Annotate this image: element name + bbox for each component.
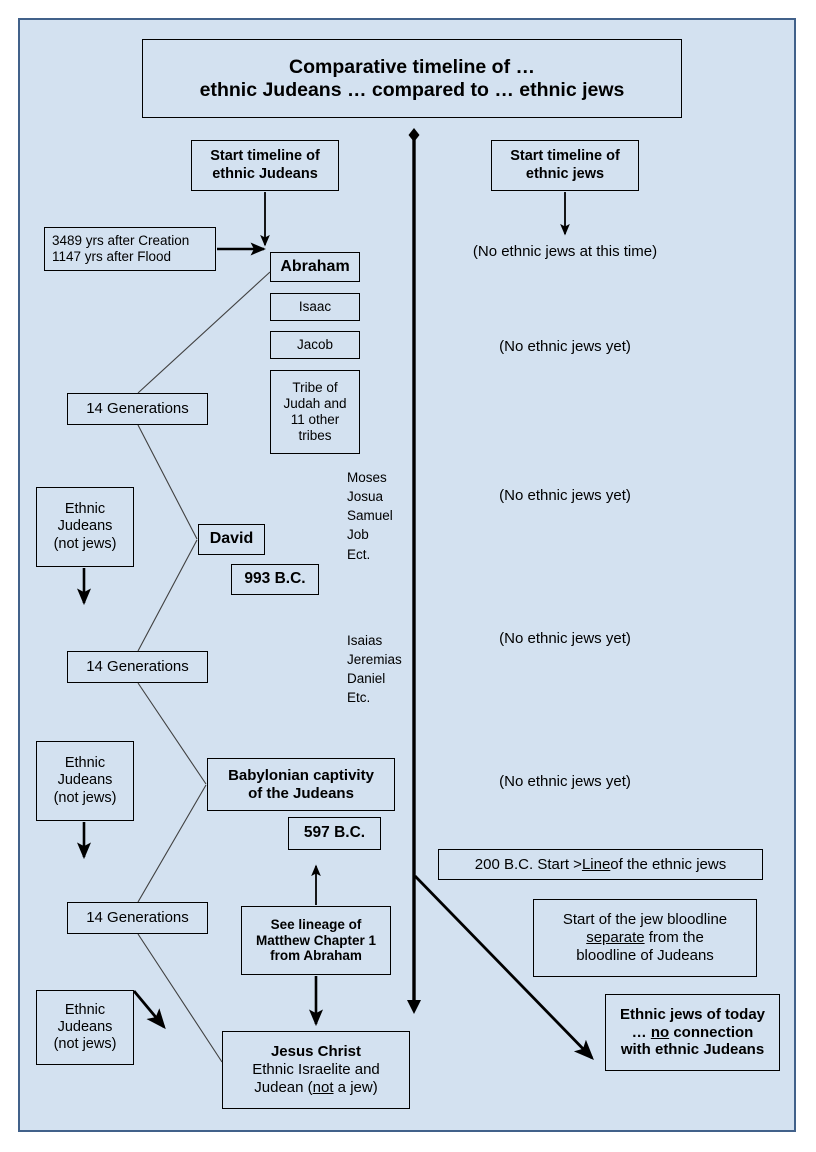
prophet-1-4: Ect. — [347, 546, 371, 562]
start-jews-line-2: ethnic jews — [525, 165, 605, 182]
prophet-1-1: Josua — [347, 489, 384, 505]
start-timeline-judeans-box: Start timeline of ethnic Judeans — [191, 140, 339, 191]
title-line-1: Comparative timeline of … — [289, 55, 535, 78]
david-date-label: 993 B.C. — [244, 570, 306, 588]
start-line-pre: 200 B.C. Start > — [474, 855, 582, 873]
ethnic-judeans-1-line-2: Judeans — [57, 518, 113, 535]
ethnic-judeans-box-1: Ethnic Judeans (not jews) — [36, 487, 134, 567]
matthew-lineage-box: See lineage of Matthew Chapter 1 from Ab… — [241, 906, 391, 975]
ethnic-judeans-3-line-1: Ethnic — [64, 1001, 106, 1018]
babylonian-date-label: 597 B.C. — [303, 824, 366, 842]
creation-note-line-1: 3489 yrs after Creation — [52, 233, 190, 249]
jacob-label: Jacob — [296, 337, 334, 353]
generations-label-3: 14 Generations — [86, 909, 189, 927]
jesus-line-3: Judean (not a jew) — [254, 1079, 377, 1097]
babylonian-date-box: 597 B.C. — [288, 817, 381, 850]
isaac-label: Isaac — [298, 299, 332, 315]
matthew-line-3: from Abraham — [270, 948, 362, 964]
title-line-2: ethnic Judeans … compared to … ethnic je… — [199, 78, 625, 101]
start-line-underline: Line — [581, 855, 611, 873]
today-line-1: Ethnic jews of today — [619, 1005, 766, 1023]
start-jews-line-1: Start timeline of — [510, 148, 620, 165]
start-of-jew-line-box: 200 B.C. Start > Line of the ethnic jews — [438, 849, 763, 880]
generations-box-1: 14 Generations — [67, 393, 208, 425]
no-jews-note-5: (No ethnic jews yet) — [499, 773, 631, 790]
ethnic-judeans-3-line-3: (not jews) — [53, 1036, 117, 1053]
bloodline-line-3: bloodline of Judeans — [576, 946, 714, 964]
babylonian-captivity-box: Babylonian captivity of the Judeans — [207, 758, 395, 811]
jesus-line-2: Ethnic Israelite and — [252, 1061, 380, 1079]
ethnic-jews-today-box: Ethnic jews of today … no connection wit… — [605, 994, 780, 1071]
title-box: Comparative timeline of … ethnic Judeans… — [142, 39, 682, 118]
babylonian-line-2: of the Judeans — [248, 784, 354, 802]
abraham-label: Abraham — [280, 257, 350, 275]
jesus-line-3-underline: not — [312, 1078, 334, 1096]
jesus-christ-box: Jesus Christ Ethnic Israelite and Judean… — [222, 1031, 410, 1109]
no-jews-note-3: (No ethnic jews yet) — [499, 487, 631, 504]
ethnic-judeans-box-3: Ethnic Judeans (not jews) — [36, 990, 134, 1065]
prophet-1-3: Job — [347, 527, 369, 543]
bloodline-line-1: Start of the jew bloodline — [562, 911, 728, 929]
matthew-line-1: See lineage of — [270, 916, 362, 932]
isaac-box: Isaac — [270, 293, 360, 321]
jesus-line-3-post: a jew) — [333, 1078, 378, 1096]
david-date-box: 993 B.C. — [231, 564, 319, 595]
tribe-line-1: Tribe of — [292, 380, 338, 396]
today-line-2-underline: no — [650, 1023, 670, 1041]
start-timeline-jews-box: Start timeline of ethnic jews — [491, 140, 639, 191]
tribe-line-2: Judah and — [283, 396, 347, 412]
prophet-2-2: Daniel — [347, 671, 386, 687]
generations-label-1: 14 Generations — [86, 400, 189, 418]
no-jews-note-2: (No ethnic jews yet) — [499, 338, 631, 355]
prophet-1-0: Moses — [347, 470, 387, 485]
jesus-line-1: Jesus Christ — [270, 1043, 362, 1061]
tribe-line-3: 11 other — [290, 412, 340, 427]
babylonian-line-1: Babylonian captivity — [228, 766, 374, 784]
prophet-2-3: Etc. — [347, 690, 371, 706]
ethnic-judeans-2-line-3: (not jews) — [53, 789, 117, 806]
jesus-line-3-pre: Judean ( — [254, 1078, 313, 1096]
creation-flood-note-box: 3489 yrs after Creation 1147 yrs after F… — [44, 227, 216, 271]
generations-box-3: 14 Generations — [67, 902, 208, 934]
today-line-2: … no connection — [632, 1024, 754, 1042]
today-line-3: with ethnic Judeans — [620, 1041, 765, 1059]
prophet-list-group-2: Isaias Jeremias Daniel Etc. — [347, 631, 417, 708]
bloodline-line-2: separate from the — [586, 929, 704, 947]
ethnic-judeans-1-line-3: (not jews) — [53, 535, 117, 552]
abraham-box: Abraham — [270, 252, 360, 282]
prophet-2-1: Jeremias — [347, 652, 402, 668]
matthew-line-2: Matthew Chapter 1 — [255, 932, 377, 948]
ethnic-judeans-box-2: Ethnic Judeans (not jews) — [36, 741, 134, 821]
ethnic-judeans-2-line-2: Judeans — [57, 772, 113, 789]
tribe-of-judah-box: Tribe of Judah and 11 other tribes — [270, 370, 360, 454]
david-box: David — [198, 524, 265, 555]
start-line-post: of the ethnic jews — [610, 855, 727, 873]
ethnic-judeans-1-line-1: Ethnic — [64, 501, 106, 518]
prophet-2-0: Isaias — [347, 633, 383, 648]
ethnic-judeans-3-line-2: Judeans — [57, 1018, 113, 1035]
start-judeans-line-1: Start timeline of — [210, 148, 320, 165]
tribe-line-4: tribes — [298, 427, 332, 443]
bloodline-line-2-underline: separate — [586, 929, 645, 947]
today-line-2-post: connection — [669, 1023, 754, 1041]
generations-box-2: 14 Generations — [67, 651, 208, 683]
no-jews-note-4: (No ethnic jews yet) — [499, 630, 631, 647]
generations-label-2: 14 Generations — [86, 658, 189, 676]
jacob-box: Jacob — [270, 331, 360, 359]
start-judeans-line-2: ethnic Judeans — [212, 165, 318, 182]
david-label: David — [209, 530, 254, 548]
today-line-2-pre: … — [631, 1023, 651, 1041]
ethnic-judeans-2-line-1: Ethnic — [64, 755, 106, 772]
no-jews-note-1: (No ethnic jews at this time) — [472, 243, 658, 260]
jew-bloodline-separate-box: Start of the jew bloodline separate from… — [533, 899, 757, 977]
prophet-1-2: Samuel — [347, 508, 393, 524]
prophet-list-group-1: Moses Josua Samuel Job Ect. — [347, 468, 417, 564]
creation-note-line-2: 1147 yrs after Flood — [52, 249, 172, 264]
bloodline-line-2-post: from the — [644, 929, 704, 947]
